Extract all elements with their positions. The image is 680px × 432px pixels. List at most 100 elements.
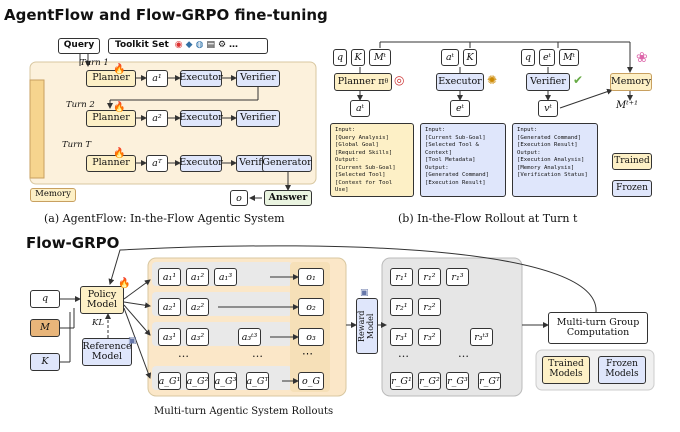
search-doc-icon: ▤ <box>206 40 215 51</box>
output-tile: o₂ <box>298 298 324 316</box>
executor-info-box: Input: [Current Sub-Goal] [Selected Tool… <box>420 123 506 197</box>
input-m-verifier: Mᵗ <box>559 49 579 66</box>
output-tile: o₁ <box>298 268 324 286</box>
planner-turn-1: Planner <box>86 70 136 87</box>
tool-icon: ✺ <box>487 73 498 87</box>
reward-tile: r₂² <box>418 298 441 316</box>
memory-bar <box>29 79 45 179</box>
input-k: K <box>30 353 60 371</box>
more-icon: … <box>229 40 239 51</box>
executor-rollout: Executor <box>436 73 484 91</box>
memory-box: Memory <box>610 73 652 91</box>
fire-icon: 🔥 <box>113 64 126 75</box>
action-tile: a_G³ <box>214 372 237 390</box>
planner-turn-t: Planner <box>86 155 136 172</box>
toolkit-set-box: Toolkit Set ◉ ◆ ◍ ▤ ⚙ … <box>108 38 268 54</box>
verifier-turn-2: Verifier <box>236 110 280 127</box>
planner-info-box: Input: [Query Analysis] [Global Goal] [R… <box>330 123 414 197</box>
cube-icon: ▣ <box>128 336 137 346</box>
action-tile: a₁³ <box>214 268 237 286</box>
input-q-verifier: q <box>521 49 535 66</box>
action-tile: a_Gᵀ <box>246 372 269 390</box>
output-o: o <box>230 190 248 206</box>
action-tile: a_G¹ <box>158 372 181 390</box>
policy-model-box: Policy Model <box>80 286 124 314</box>
figure-title: AgentFlow and Flow-GRPO fine-tuning <box>4 6 328 24</box>
cube-icon: ▣ <box>360 288 369 298</box>
target-icon: ◎ <box>394 73 405 87</box>
action-tile: a₃² <box>186 328 209 346</box>
caption-a: (a) AgentFlow: In-the-Flow Agentic Syste… <box>44 212 285 225</box>
fire-icon: 🔥 <box>113 102 126 113</box>
brain-icon: ❀ <box>636 50 648 66</box>
reward-tile: r_G² <box>418 372 441 390</box>
kl-label: KL <box>92 318 104 328</box>
planner-policy-sub: θ <box>384 77 389 85</box>
output-v-t: vᵗ <box>538 100 558 117</box>
group-computation-box: Multi-turn Group Computation <box>548 312 648 344</box>
gear-icon: ⚙ <box>217 40 227 51</box>
turn-1-label: Turn 1 <box>80 58 109 68</box>
output-a-t: aᵗ <box>350 100 370 117</box>
reward-tile: r₃² <box>418 328 441 346</box>
fire-icon: 🔥 <box>113 148 126 159</box>
input-k-executor: K <box>463 49 477 66</box>
flow-grpo-title: Flow-GRPO <box>26 234 120 252</box>
verifier-rollout: Verifier <box>526 73 570 91</box>
planner-policy-label: Planner π <box>337 75 385 87</box>
action-tile: a₁¹ <box>158 268 181 286</box>
reference-model-box: Reference Model <box>82 338 132 366</box>
legend-frozen-models: Frozen Models <box>598 356 646 384</box>
action-tile: a₁² <box>186 268 209 286</box>
globe-icon: ◍ <box>195 40 204 51</box>
action-tile: a₃ᵗ³ <box>238 328 261 346</box>
action-tile: a₂¹ <box>158 298 181 316</box>
python-icon: ◆ <box>185 40 193 51</box>
query-box: Query <box>58 38 100 54</box>
reward-tile: r₃¹ <box>390 328 413 346</box>
memory-legend: Memory <box>30 188 76 202</box>
toolkit-label: Toolkit Set <box>115 40 169 51</box>
legend-trained-models: Trained Models <box>542 356 590 384</box>
reward-tile: r_G¹ <box>390 372 413 390</box>
chrome-icon: ◉ <box>174 40 183 51</box>
output-tile: o₃ <box>298 328 324 346</box>
input-q: q <box>30 290 60 308</box>
action-a1: a¹ <box>146 70 168 87</box>
action-tile: a₃¹ <box>158 328 181 346</box>
input-m: M <box>30 319 60 337</box>
check-icon: ✔ <box>573 73 584 87</box>
reward-tile: r₁² <box>418 268 441 286</box>
reward-tile: r₁³ <box>446 268 469 286</box>
executor-turn-1: Executor <box>179 70 223 87</box>
reward-model-box: Reward Model <box>356 298 378 354</box>
reward-tile: r₁¹ <box>390 268 413 286</box>
action-tile: a₂² <box>186 298 209 316</box>
input-e-verifier: eᵗ <box>539 49 555 66</box>
fire-icon: 🔥 <box>118 278 131 289</box>
generator-box: Generator <box>262 155 312 172</box>
legend-frozen: Frozen <box>612 180 652 197</box>
input-a-executor: aᵗ <box>441 49 459 66</box>
reward-tile: r_G³ <box>446 372 469 390</box>
action-aT: aᵀ <box>146 155 168 172</box>
caption-b: (b) In-the-Flow Rollout at Turn t <box>398 212 578 225</box>
caption-c: Multi-turn Agentic System Rollouts <box>154 406 334 417</box>
turn-t-label: Turn T <box>62 140 92 150</box>
reward-tile: r_Gᵀ <box>478 372 501 390</box>
output-tile: o_G <box>298 372 324 390</box>
verifier-turn-1: Verifier <box>236 70 280 87</box>
legend-trained: Trained <box>612 153 652 170</box>
planner-turn-2: Planner <box>86 110 136 127</box>
executor-turn-t: Executor <box>179 155 223 172</box>
reward-tile: r₂¹ <box>390 298 413 316</box>
turn-2-label: Turn 2 <box>66 100 95 110</box>
verifier-info-box: Input: [Generated Command] [Execution Re… <box>512 123 598 197</box>
input-k-planner: K <box>351 49 365 66</box>
input-q-planner: q <box>333 49 347 66</box>
action-a2: a² <box>146 110 168 127</box>
input-m-planner: Mᵗ <box>369 49 391 66</box>
answer-box: Answer <box>264 190 312 206</box>
action-tile: a_G² <box>186 372 209 390</box>
